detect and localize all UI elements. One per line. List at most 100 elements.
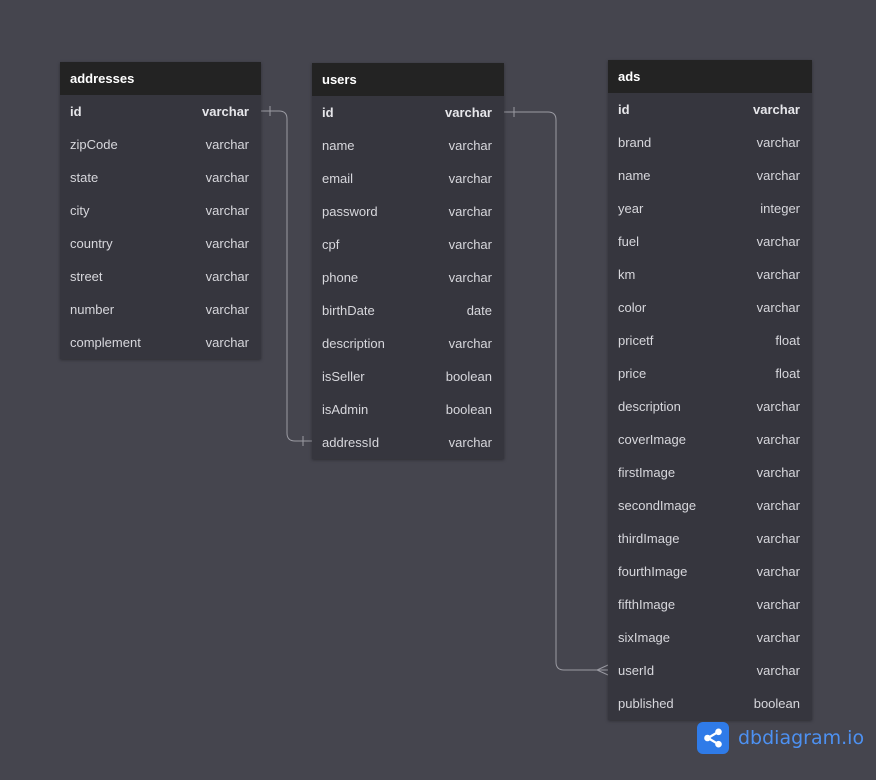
field-name: complement: [70, 335, 141, 350]
field-row-ads-userId[interactable]: userId varchar: [608, 654, 812, 687]
field-row-ads-description[interactable]: description varchar: [608, 390, 812, 423]
field-type: varchar: [448, 270, 492, 285]
field-row-users-isSeller[interactable]: isSeller boolean: [312, 360, 504, 393]
field-name: password: [322, 204, 378, 219]
share-nodes-icon: [697, 722, 729, 754]
field-type: varchar: [448, 204, 492, 219]
field-row-addresses-zipCode[interactable]: zipCode varchar: [60, 128, 261, 161]
field-name: name: [322, 138, 355, 153]
field-name: email: [322, 171, 354, 186]
field-row-users-phone[interactable]: phone varchar: [312, 261, 504, 294]
field-name: description: [618, 399, 681, 414]
field-type: varchar: [205, 335, 249, 350]
field-row-ads-coverImage[interactable]: coverImage varchar: [608, 423, 812, 456]
field-name: firstImage: [618, 465, 676, 480]
field-row-users-password[interactable]: password varchar: [312, 195, 504, 228]
field-name: number: [70, 302, 115, 317]
field-row-users-email[interactable]: email varchar: [312, 162, 504, 195]
field-type: varchar: [202, 104, 249, 119]
field-name: isSeller: [322, 369, 365, 384]
field-row-users-name[interactable]: name varchar: [312, 129, 504, 162]
field-type: boolean: [445, 402, 492, 417]
field-name: km: [618, 267, 636, 282]
field-type: varchar: [756, 630, 800, 645]
field-name: phone: [322, 270, 359, 285]
field-type: varchar: [756, 399, 800, 414]
field-type: varchar: [448, 237, 492, 252]
table-header-users[interactable]: users: [312, 63, 504, 96]
field-type: varchar: [756, 498, 800, 513]
field-type: varchar: [756, 300, 800, 315]
field-type: varchar: [756, 663, 800, 678]
field-name: addressId: [322, 435, 380, 450]
field-type: varchar: [448, 336, 492, 351]
field-type: varchar: [448, 138, 492, 153]
field-type: boolean: [753, 696, 800, 711]
field-type: varchar: [756, 267, 800, 282]
field-name: secondImage: [618, 498, 697, 513]
field-name: published: [618, 696, 674, 711]
field-name: pricetf: [618, 333, 654, 348]
dbdiagram-logo[interactable]: dbdiagram.io: [697, 721, 864, 755]
field-type: boolean: [445, 369, 492, 384]
field-name: userId: [618, 663, 655, 678]
field-name: street: [70, 269, 103, 284]
field-type: varchar: [445, 105, 492, 120]
field-name: fourthImage: [618, 564, 688, 579]
field-type: varchar: [205, 302, 249, 317]
field-type: varchar: [756, 234, 800, 249]
field-row-addresses-complement[interactable]: complement varchar: [60, 326, 261, 359]
field-row-ads-fourthImage[interactable]: fourthImage varchar: [608, 555, 812, 588]
field-type: varchar: [205, 236, 249, 251]
field-name: id: [618, 102, 630, 117]
field-row-ads-km[interactable]: km varchar: [608, 258, 812, 291]
relation-users-ads[interactable]: [504, 107, 609, 676]
field-type: integer: [760, 201, 800, 216]
field-type: varchar: [756, 564, 800, 579]
field-type: varchar: [756, 135, 800, 150]
field-type: varchar: [756, 432, 800, 447]
field-row-addresses-country[interactable]: country varchar: [60, 227, 261, 260]
field-type: varchar: [753, 102, 800, 117]
table-header-ads[interactable]: ads: [608, 60, 812, 93]
field-type: varchar: [756, 168, 800, 183]
field-row-ads-published[interactable]: published boolean: [608, 687, 812, 720]
field-name: zipCode: [70, 137, 118, 152]
table-header-addresses[interactable]: addresses: [60, 62, 261, 95]
field-row-ads-name[interactable]: name varchar: [608, 159, 812, 192]
field-type: varchar: [205, 137, 249, 152]
field-type: varchar: [756, 531, 800, 546]
field-row-ads-id[interactable]: id varchar: [608, 93, 812, 126]
field-name: coverImage: [618, 432, 686, 447]
field-name: country: [70, 236, 113, 251]
relation-addresses-users[interactable]: [261, 106, 312, 446]
field-name: name: [618, 168, 651, 183]
field-name: city: [70, 203, 90, 218]
field-type: varchar: [448, 171, 492, 186]
field-row-ads-secondImage[interactable]: secondImage varchar: [608, 489, 812, 522]
field-row-addresses-number[interactable]: number varchar: [60, 293, 261, 326]
